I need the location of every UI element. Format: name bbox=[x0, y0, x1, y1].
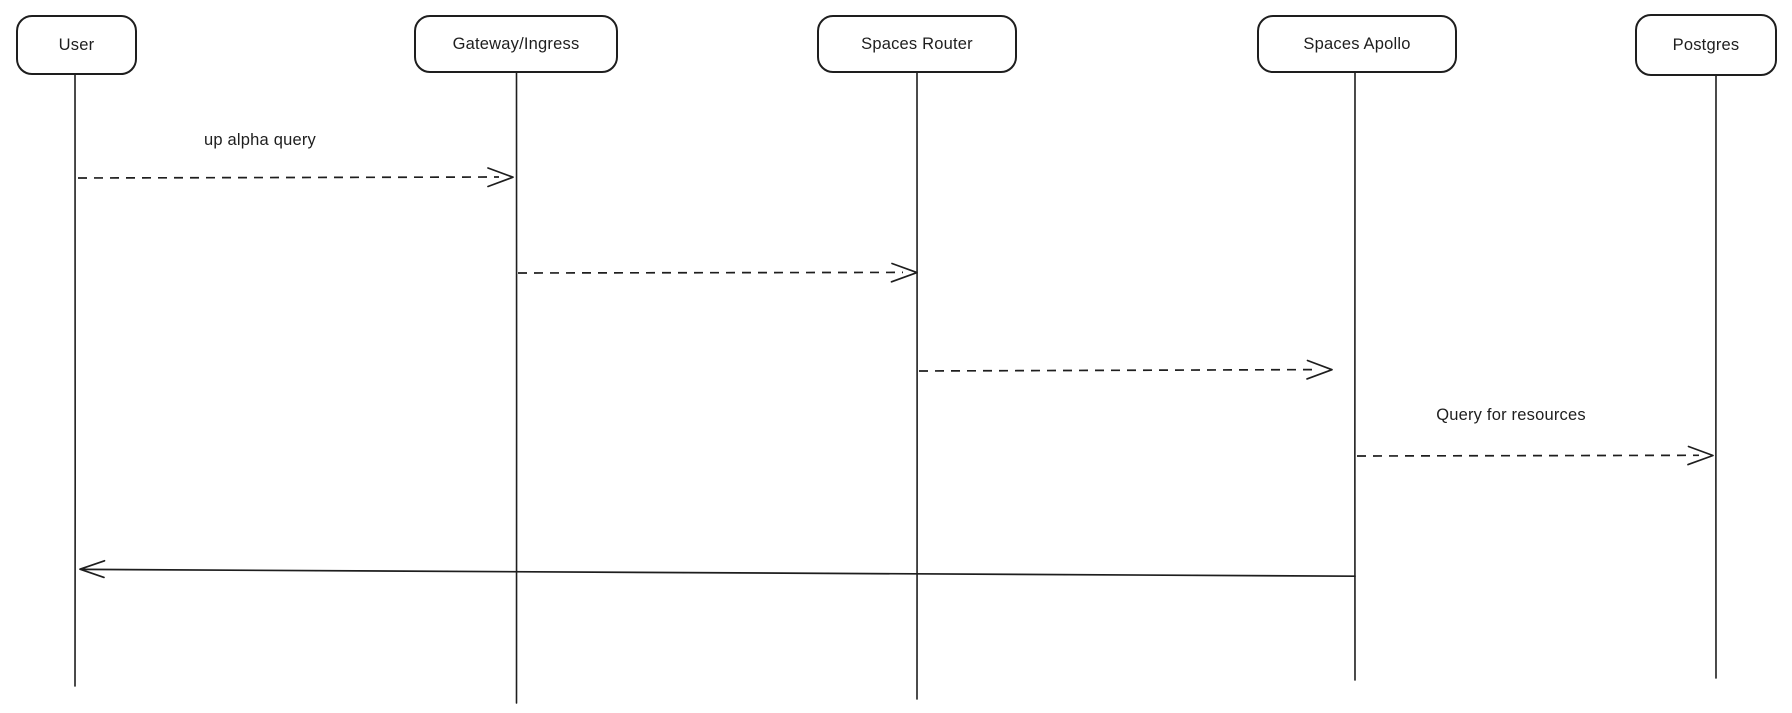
actor-box-postgres: Postgres bbox=[1635, 14, 1777, 76]
message-2-line bbox=[517, 271, 904, 274]
actor-label-gateway-ingress: Gateway/Ingress bbox=[452, 34, 580, 53]
message-5-arrowhead-icon bbox=[79, 559, 106, 579]
actor-label-user: User bbox=[58, 35, 95, 54]
message-2-arrowhead-icon bbox=[890, 262, 918, 283]
lifeline-gateway-ingress bbox=[515, 71, 518, 704]
actor-box-user: User bbox=[16, 15, 137, 75]
actor-box-gateway-ingress: Gateway/Ingress bbox=[414, 15, 618, 73]
message-3-line bbox=[918, 368, 1319, 372]
message-3-arrowhead-icon bbox=[1306, 359, 1333, 380]
actor-label-spaces-apollo: Spaces Apollo bbox=[1303, 34, 1411, 53]
actor-label-spaces-router: Spaces Router bbox=[861, 34, 973, 53]
actor-label-postgres: Postgres bbox=[1672, 35, 1740, 54]
actor-box-spaces-apollo: Spaces Apollo bbox=[1257, 15, 1457, 73]
message-5-line bbox=[82, 568, 1356, 578]
message-1-label: up alpha query bbox=[204, 131, 316, 149]
message-4-arrowhead-icon bbox=[1687, 445, 1714, 466]
message-1-arrowhead-icon bbox=[487, 167, 514, 188]
actor-box-spaces-router: Spaces Router bbox=[817, 15, 1017, 73]
message-1-line bbox=[77, 176, 500, 179]
message-4-label: Query for resources bbox=[1436, 406, 1586, 424]
message-4-line bbox=[1356, 454, 1700, 457]
